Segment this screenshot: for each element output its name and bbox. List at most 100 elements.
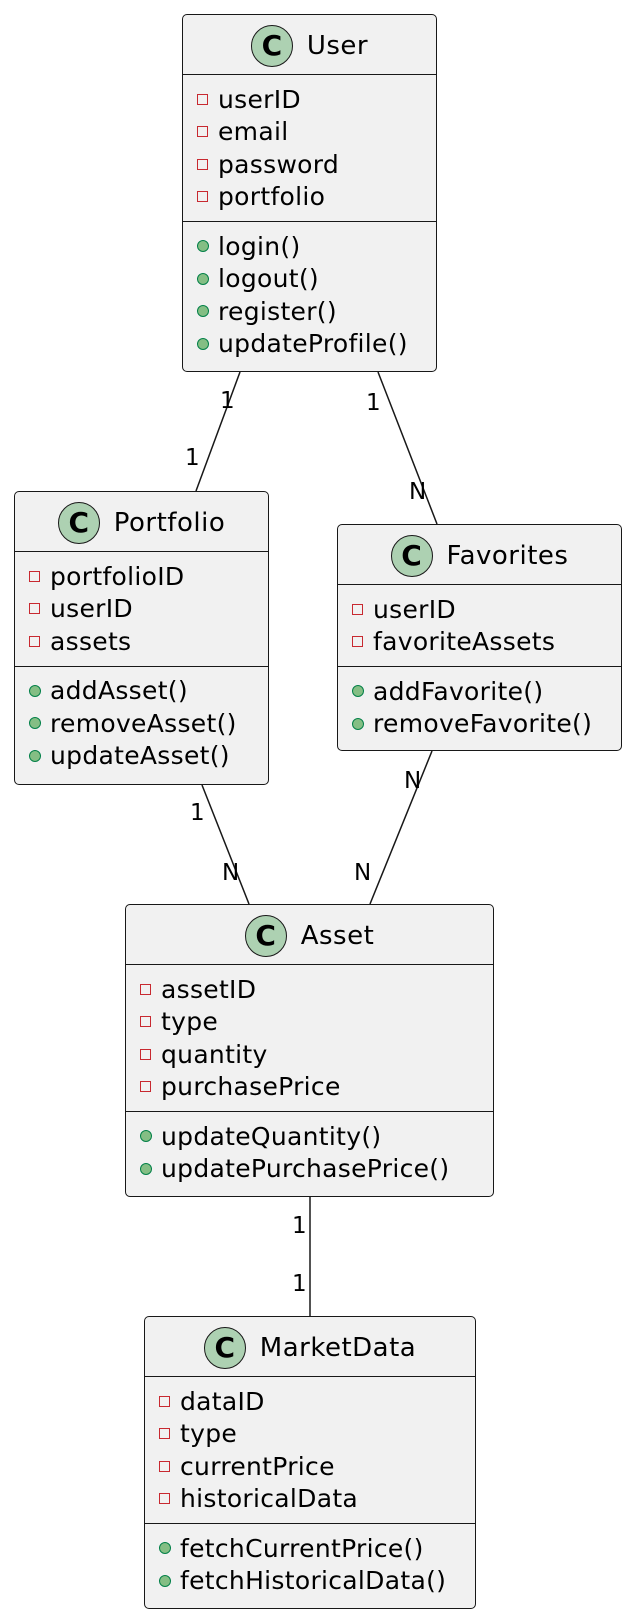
method-label: updateQuantity() [161, 1121, 382, 1151]
attributes-section: userID email password portfolio [183, 75, 436, 222]
attribute: favoriteAssets [352, 626, 621, 659]
class-c-icon: C [57, 501, 100, 544]
public-marker-icon [159, 1574, 171, 1587]
association-favorites-asset [369, 750, 433, 905]
attribute: dataID [159, 1385, 475, 1418]
class-asset[interactable]: C Asset assetID type quantity purchasePr… [125, 904, 494, 1197]
methods-section: addFavorite() removeFavorite() [338, 667, 621, 748]
class-c-icon: C [390, 534, 433, 577]
methods-section: fetchCurrentPrice() fetchHistoricalData(… [145, 1524, 475, 1605]
association-portfolio-asset [201, 784, 250, 905]
method: addAsset() [29, 675, 268, 708]
multiplicity-portfolio-asset-target: N [222, 860, 240, 886]
method: removeFavorite() [352, 708, 621, 741]
method-label: fetchCurrentPrice() [180, 1533, 424, 1563]
multiplicity-asset-marketdata-source: 1 [292, 1213, 307, 1239]
public-marker-icon [352, 717, 364, 730]
attribute-label: userID [373, 594, 456, 624]
private-marker-icon [159, 1460, 170, 1472]
class-name: Asset [300, 920, 375, 951]
method-label: register() [218, 296, 337, 326]
method-label: updateAsset() [50, 741, 230, 771]
attributes-section: portfolioID userID assets [15, 552, 268, 667]
public-marker-icon [197, 305, 209, 318]
class-portfolio[interactable]: C Portfolio portfolioID userID assets ad… [14, 491, 269, 785]
class-user[interactable]: C User userID email password portfolio l… [182, 14, 437, 372]
public-marker-icon [352, 685, 364, 698]
attribute: assetID [140, 973, 493, 1006]
method-label: addFavorite() [373, 676, 544, 706]
attribute: email [197, 116, 436, 149]
methods-section: updateQuantity() updatePurchasePrice() [126, 1112, 493, 1193]
class-name: Portfolio [113, 507, 226, 538]
method-label: login() [218, 231, 301, 261]
private-marker-icon [140, 983, 151, 995]
class-header: C MarketData [145, 1317, 475, 1377]
class-c-icon: C [203, 1326, 246, 1369]
association-user-favorites [377, 371, 438, 525]
attribute-label: favoriteAssets [373, 627, 556, 657]
private-marker-icon [197, 93, 208, 105]
class-name: MarketData [259, 1332, 417, 1363]
class-c-icon: C [250, 24, 293, 67]
public-marker-icon [29, 717, 41, 730]
private-marker-icon [197, 126, 208, 138]
attribute: portfolio [197, 181, 436, 214]
attribute-label: assetID [161, 974, 257, 1004]
method: login() [197, 230, 436, 263]
class-favorites[interactable]: C Favorites userID favoriteAssets addFav… [337, 524, 622, 751]
private-marker-icon [29, 635, 40, 647]
multiplicity-user-portfolio-source: 1 [220, 388, 235, 414]
attribute-label: portfolio [218, 182, 326, 212]
attribute-label: type [161, 1007, 219, 1037]
attribute: portfolioID [29, 560, 268, 593]
public-marker-icon [197, 272, 209, 285]
multiplicity-asset-marketdata-target: 1 [292, 1271, 307, 1297]
class-marketdata[interactable]: C MarketData dataID type currentPrice hi… [144, 1316, 476, 1609]
private-marker-icon [159, 1395, 170, 1407]
method: updateQuantity() [140, 1120, 493, 1153]
method: fetchCurrentPrice() [159, 1532, 475, 1565]
class-header: C Asset [126, 905, 493, 965]
attribute: type [159, 1418, 475, 1451]
method: removeAsset() [29, 707, 268, 740]
private-marker-icon [352, 636, 363, 648]
private-marker-icon [140, 1016, 151, 1028]
attributes-section: userID favoriteAssets [338, 585, 621, 667]
class-header: C Favorites [338, 525, 621, 585]
public-marker-icon [29, 684, 41, 697]
attribute: quantity [140, 1038, 493, 1071]
method-label: removeFavorite() [373, 709, 593, 739]
attribute-label: purchasePrice [161, 1072, 341, 1102]
attribute-label: portfolioID [50, 561, 185, 591]
attribute-label: userID [50, 594, 133, 624]
method-label: updatePurchasePrice() [161, 1154, 450, 1184]
attribute-label: assets [50, 626, 132, 656]
private-marker-icon [140, 1048, 151, 1060]
class-header: C User [183, 15, 436, 75]
association-user-portfolio [195, 371, 241, 492]
attribute-label: password [218, 149, 340, 179]
method-label: logout() [218, 264, 319, 294]
multiplicity-portfolio-asset-source: 1 [190, 800, 205, 826]
attribute: userID [352, 593, 621, 626]
attribute-label: historicalData [180, 1484, 359, 1514]
attribute-label: quantity [161, 1039, 268, 1069]
attributes-section: assetID type quantity purchasePrice [126, 965, 493, 1112]
public-marker-icon [197, 240, 209, 253]
private-marker-icon [140, 1081, 151, 1093]
private-marker-icon [197, 191, 208, 203]
private-marker-icon [159, 1428, 170, 1440]
attribute: password [197, 148, 436, 181]
private-marker-icon [29, 570, 40, 582]
class-name: Favorites [446, 540, 569, 571]
class-c-icon: C [244, 914, 287, 957]
attribute: assets [29, 625, 268, 658]
attribute-label: dataID [180, 1386, 265, 1416]
private-marker-icon [159, 1493, 170, 1505]
method: fetchHistoricalData() [159, 1565, 475, 1598]
private-marker-icon [352, 603, 363, 615]
private-marker-icon [197, 158, 208, 170]
